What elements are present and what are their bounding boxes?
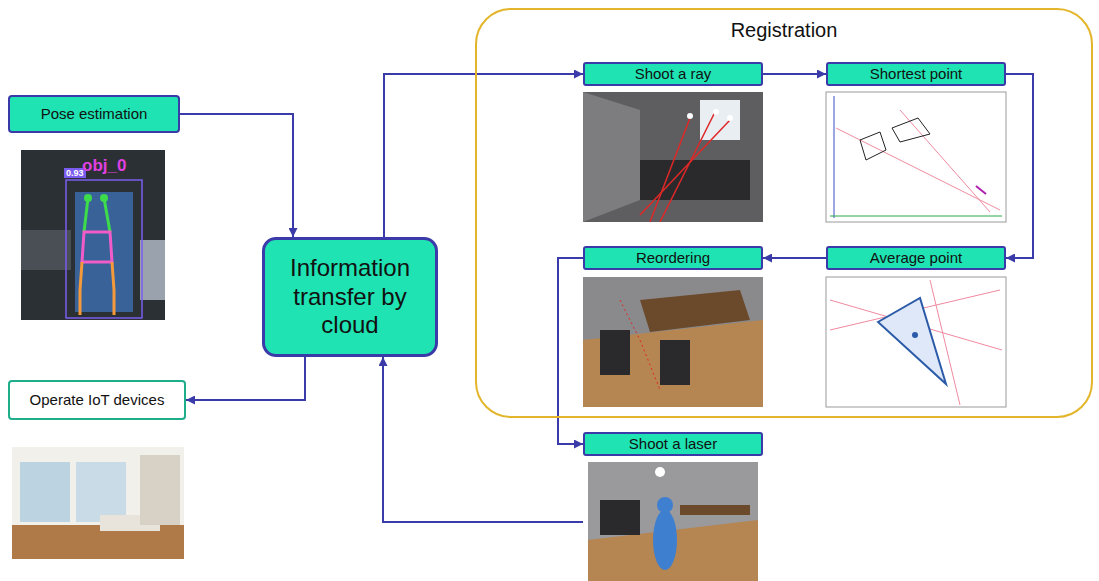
room-photo [12,447,184,559]
output-box: Operate IoT devices [8,380,186,420]
node-label: Shoot a laser [583,432,763,456]
step-box: Shortest point [826,62,1006,222]
step-box: Shoot a ray [583,62,763,222]
ray-render [583,92,763,222]
ray-line [640,120,730,215]
lamp [713,109,719,115]
monitor [140,240,165,300]
node-label: Pose estimation [41,105,148,123]
shortest-segment [976,186,986,194]
region-title: Registration [477,18,1091,42]
node-label: Shoot a ray [583,62,763,86]
wood-floor [583,320,763,407]
reorder-render [583,277,763,407]
skeleton-joint [100,194,108,202]
skeleton-limb [84,198,88,232]
cabinet [600,500,640,535]
node-label: Reordering [583,246,763,270]
desk-row [640,160,750,200]
wall [140,455,180,525]
render-ground [588,462,758,581]
ray-line [650,118,690,222]
lamp [655,467,665,477]
ray-line [930,280,960,405]
desk [640,290,750,332]
step-box: Average point [826,246,1006,407]
flow-arrow [383,357,583,522]
node-label: Shortest point [826,62,1006,86]
node-label: Operate IoT devices [30,391,165,409]
render-ground [583,277,763,407]
cloud-box: Information transfer by cloud [262,237,438,357]
average-triangle [878,298,946,384]
node-label: Information transfer by cloud [273,254,427,340]
pose-photo [21,150,165,320]
avatar [653,510,677,570]
segment-box [892,118,930,142]
plot-frame [826,277,1006,407]
flow-arrow [763,257,826,259]
skeleton-torso [82,232,112,262]
object-id: obj_0 [80,156,128,176]
photo-ground [12,447,184,559]
flow-arrow [186,357,305,400]
lamp [727,115,733,121]
average-dot [912,332,918,338]
avatar-head [657,497,673,513]
person-mask [75,192,133,312]
ray-line [620,300,660,390]
brick-wall [583,92,640,222]
ray-line [836,128,1000,210]
window [20,462,70,522]
flow-arrow [180,114,293,237]
photo-ground [21,150,165,320]
shortest-plot [826,92,1006,222]
flow-arrow [763,73,826,75]
step-box: Reordering [583,246,763,407]
desk [680,505,750,515]
axis [834,96,835,218]
bounding-box [66,180,142,318]
lamp [687,113,693,119]
segment-box [860,132,886,160]
ray-line [660,112,715,222]
skeleton-limb [104,198,110,232]
laser-render [588,462,758,581]
window [700,100,740,140]
axis [830,216,1002,217]
window [76,462,126,522]
desk-clutter [21,230,71,270]
flow-arrow [1006,74,1033,258]
ray-line [900,110,990,212]
flow-arrow [384,74,583,237]
skeleton-leg [80,262,82,315]
registration-region: RegistrationShoot a ray Shortest pointReo… [475,8,1093,418]
skeleton-joint [84,194,92,202]
node-label: Average point [826,246,1006,270]
process-box: Pose estimation [8,95,180,133]
chair [600,330,630,375]
step-box: Shoot a laser [583,432,763,572]
average-plot [826,277,1006,407]
skeleton-leg [112,262,114,315]
plot-frame [826,92,1006,222]
render-ground [583,92,763,222]
chair [660,340,690,385]
